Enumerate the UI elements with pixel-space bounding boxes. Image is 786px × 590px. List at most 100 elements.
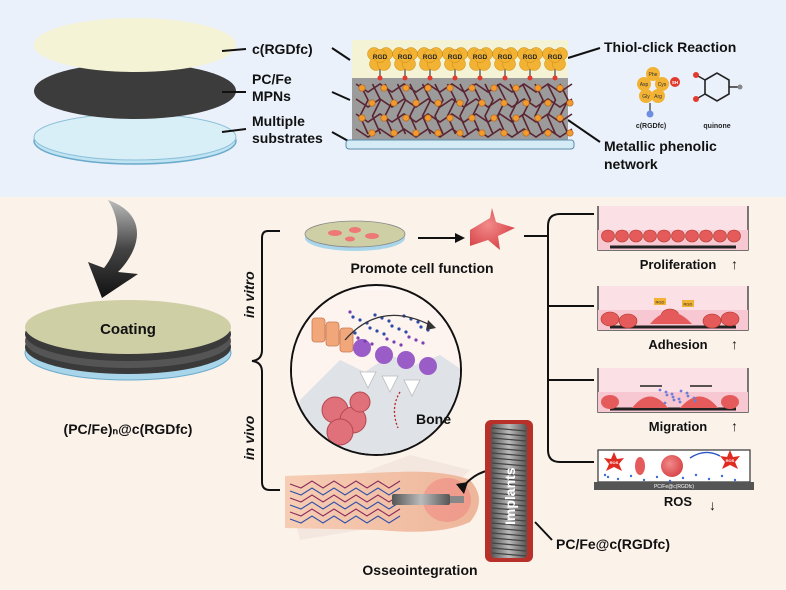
implant-thread bbox=[491, 447, 527, 452]
fe-node bbox=[478, 99, 486, 107]
vessel-fibers bbox=[289, 480, 401, 524]
substrate-layer-top bbox=[33, 113, 237, 161]
assay-well-0: Proliferation↑ bbox=[597, 206, 749, 272]
fe-node bbox=[446, 84, 454, 92]
residue-label-arg: Arg bbox=[654, 94, 662, 100]
fe-node bbox=[500, 99, 508, 107]
migration-particle bbox=[692, 396, 696, 400]
rgd-label: RGD bbox=[448, 54, 463, 61]
signal-dot bbox=[397, 327, 401, 331]
ros-particle bbox=[655, 475, 659, 479]
rgd-bead-label: RGD bbox=[684, 302, 693, 307]
ros-burst-label: ROS bbox=[726, 458, 735, 463]
signal-dot bbox=[353, 331, 357, 335]
residue-label-gly: Gly bbox=[642, 94, 650, 100]
fe-node bbox=[490, 114, 498, 122]
label-multiple: Multiple bbox=[252, 113, 305, 129]
ros-particle bbox=[603, 473, 607, 477]
label-crgdfc: c(RGDfc) bbox=[252, 41, 313, 57]
implant-thread bbox=[491, 522, 527, 527]
implant-thread bbox=[491, 492, 527, 497]
residue-gly bbox=[639, 89, 653, 103]
crgdfc-layer bbox=[34, 18, 236, 72]
petri-dish bbox=[304, 220, 406, 251]
fe-nodes bbox=[358, 84, 574, 137]
fe-node bbox=[390, 99, 398, 107]
adherent-cell bbox=[600, 311, 620, 327]
migration-particle bbox=[664, 390, 668, 394]
signal-dot bbox=[348, 310, 352, 314]
label-formula: (PC/Fe)ₙ@c(RGDfc) bbox=[64, 421, 193, 437]
implant-thread bbox=[491, 457, 527, 462]
inserted-implant bbox=[392, 494, 464, 505]
rgd-label: RGD bbox=[548, 54, 563, 61]
rgd-label: RGD bbox=[373, 54, 388, 61]
label-mpns: MPNs bbox=[252, 88, 291, 104]
adherent-cell bbox=[618, 313, 638, 329]
rgd-peptide: RGD bbox=[442, 47, 468, 81]
adherent-cell bbox=[702, 313, 722, 329]
fe-node bbox=[456, 129, 464, 137]
rgd-label: RGD bbox=[523, 54, 538, 61]
fe-node bbox=[544, 99, 552, 107]
proliferating-cell bbox=[629, 229, 643, 243]
rgd-peptide: RGD bbox=[542, 47, 568, 81]
ros-mito bbox=[635, 457, 645, 475]
residue-asp bbox=[637, 77, 651, 91]
fe-node bbox=[556, 84, 564, 92]
implant-thread bbox=[491, 507, 527, 512]
proliferating-cell bbox=[601, 229, 615, 243]
fe-node bbox=[402, 84, 410, 92]
signal-dot bbox=[368, 326, 372, 330]
substrate-band bbox=[345, 139, 575, 150]
assay-well-2: Migration↑ bbox=[597, 368, 749, 434]
assay-label-proliferation: Proliferation bbox=[640, 257, 717, 272]
fe-node bbox=[434, 129, 442, 137]
fe-node bbox=[368, 99, 376, 107]
vessel-fiber bbox=[289, 501, 401, 510]
fe-node bbox=[556, 114, 564, 122]
assay-bracket bbox=[524, 213, 594, 463]
fe-node bbox=[424, 84, 432, 92]
migration-particle bbox=[686, 394, 690, 398]
sh-group bbox=[670, 77, 680, 87]
rgd-peptide: RGD bbox=[417, 47, 443, 81]
ros-cell bbox=[661, 455, 683, 477]
migrating-cell bbox=[601, 395, 619, 409]
proliferating-cell bbox=[699, 229, 713, 243]
signal-dot bbox=[385, 337, 389, 341]
ros-particle bbox=[629, 474, 633, 478]
migration-particle bbox=[671, 395, 675, 399]
implant-thread bbox=[491, 502, 527, 507]
resorption-teeth bbox=[359, 371, 421, 397]
fe-node bbox=[456, 99, 464, 107]
crgdfc-molecule: SH Phe Asp Cys Gly Arg c(RGDfc) bbox=[636, 67, 680, 130]
fe-node bbox=[412, 129, 420, 137]
ros-burst-label: ROS bbox=[610, 460, 619, 465]
spread-cell bbox=[650, 312, 692, 324]
label-in-vivo: in vivo bbox=[241, 415, 257, 460]
migrating-cell-left bbox=[632, 396, 668, 408]
implant-rod bbox=[485, 420, 533, 562]
migration-particle bbox=[693, 399, 697, 403]
assay-arrow-1: ↑ bbox=[731, 336, 738, 352]
fe-node bbox=[402, 114, 410, 122]
vessel-fiber bbox=[289, 480, 401, 489]
implant-thread bbox=[491, 467, 527, 472]
ros-particle bbox=[694, 473, 698, 477]
migration-particle bbox=[665, 393, 669, 397]
residue-label-cys: Cys bbox=[658, 82, 667, 88]
fe-node bbox=[468, 114, 476, 122]
migration-particle bbox=[670, 392, 674, 396]
label-thiol-click: Thiol-click Reaction bbox=[604, 39, 736, 55]
label-implants: Implants bbox=[502, 467, 518, 525]
assay-label-migration: Migration bbox=[649, 419, 708, 434]
implant-thread bbox=[491, 517, 527, 522]
residue-label-asp: Asp bbox=[640, 82, 649, 88]
residue-cys bbox=[655, 77, 669, 91]
process-arrow bbox=[88, 200, 138, 298]
rgd-peptide: RGD bbox=[492, 47, 518, 81]
fe-node bbox=[500, 129, 508, 137]
